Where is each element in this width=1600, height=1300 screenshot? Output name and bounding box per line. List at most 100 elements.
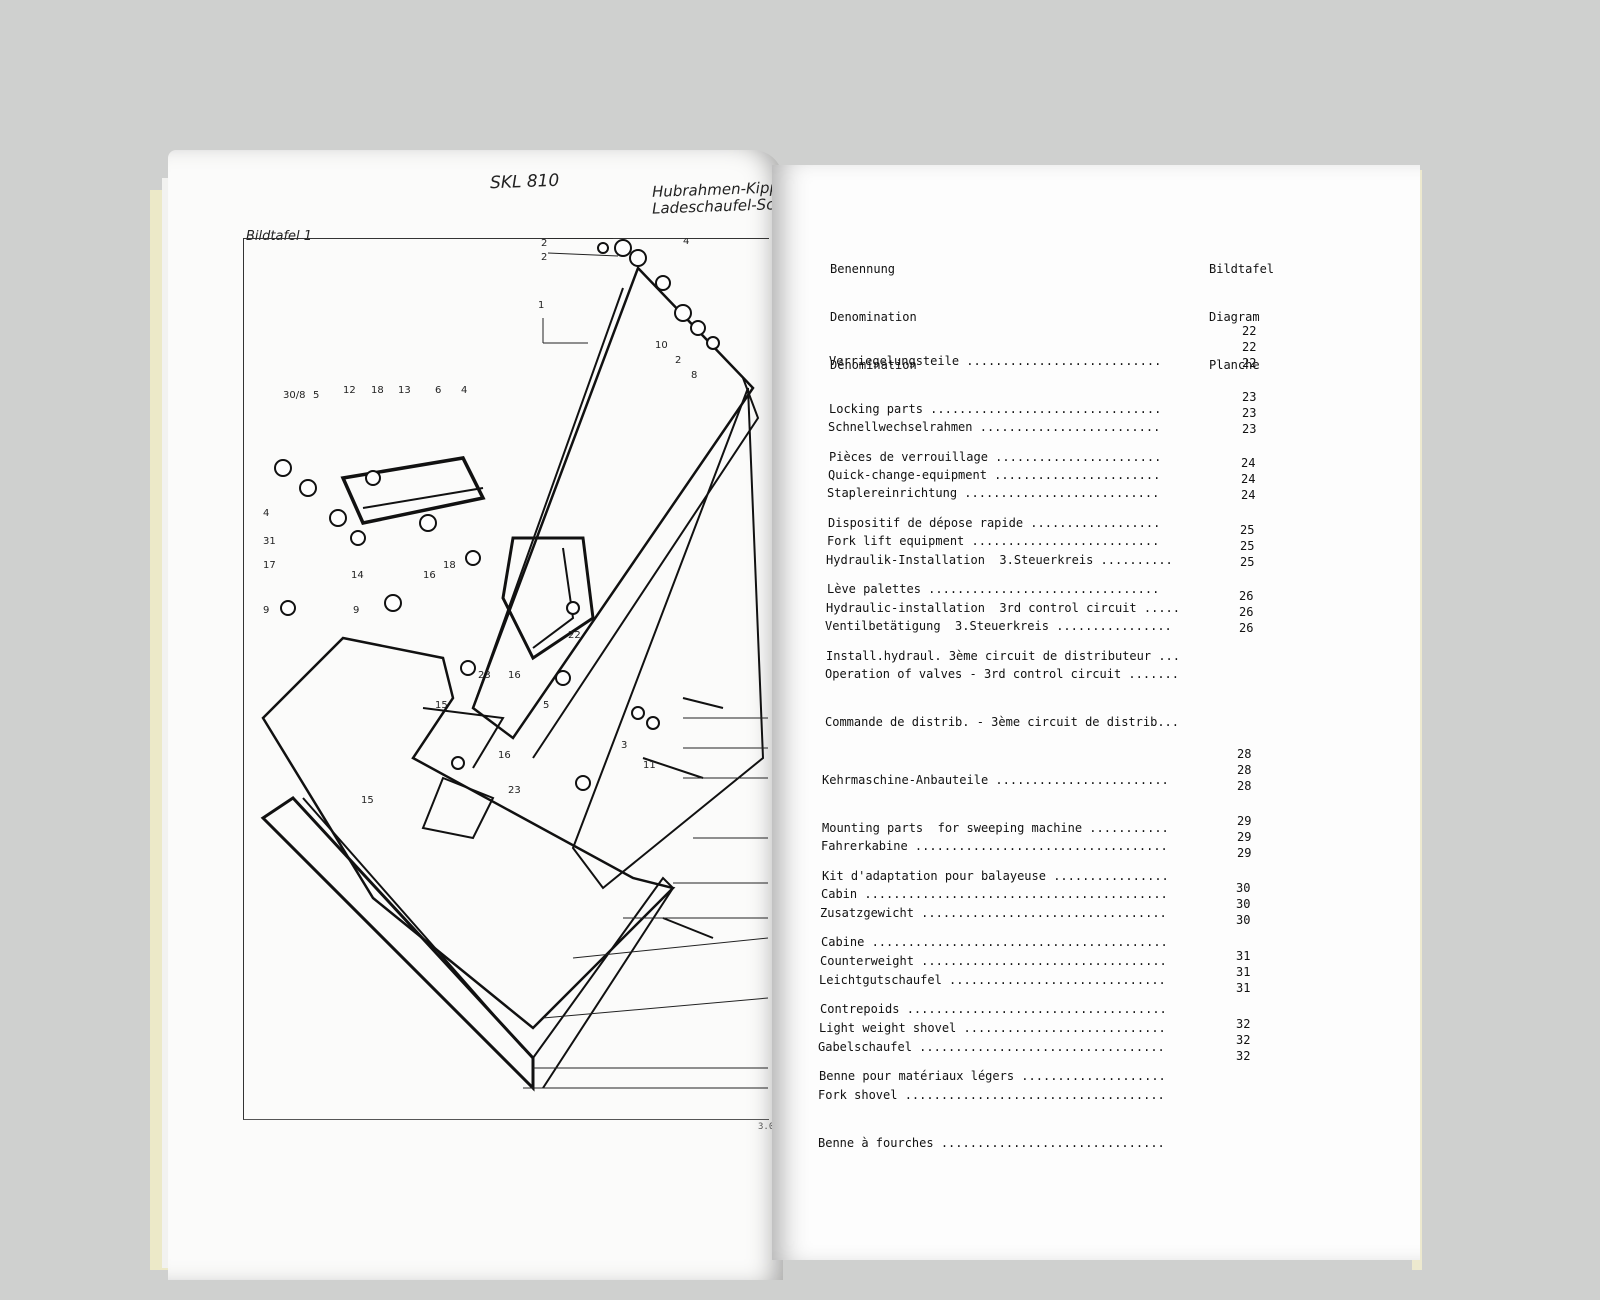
- drawing-bushings: [274, 239, 720, 791]
- header-line: Planche: [1209, 358, 1260, 372]
- callout-label: 31: [263, 536, 276, 547]
- callout-label: 15: [361, 795, 374, 806]
- callout-label: 12: [343, 385, 356, 396]
- page-number: 23: [1242, 406, 1257, 420]
- page-number: 26: [1239, 621, 1254, 635]
- callout-label: 2: [541, 252, 547, 263]
- page-number: 31: [1236, 981, 1251, 995]
- page-numbers: 22 22 22: [1242, 323, 1256, 371]
- header-line: Dénomination: [830, 358, 917, 372]
- callout-label: 22: [568, 630, 581, 641]
- callout-label: 16: [498, 750, 511, 761]
- index-entry: Kehrmaschine-Anbauteile ................…: [822, 773, 1169, 787]
- callout-label: 14: [351, 570, 364, 581]
- page-number: 31: [1236, 949, 1251, 963]
- callout-label: 23: [478, 670, 491, 681]
- header-line: Denomination: [830, 310, 917, 324]
- index-entry: Hydraulic-installation 3rd control circu…: [826, 601, 1181, 615]
- callout-label: 1: [538, 300, 544, 311]
- exploded-parts-diagram: 2 3 4 2 1 10 2 8 30/8 5 12 18 13 6 4 4 3…: [260, 238, 768, 1092]
- index-entry: Leichtgutschaufel ......................…: [819, 973, 1166, 987]
- page-number: 31: [1236, 965, 1251, 979]
- page-number: 29: [1237, 830, 1252, 844]
- index-entry: Cabin ..................................…: [821, 887, 1168, 901]
- index-group: Gabelschaufel ..........................…: [818, 1007, 1165, 1183]
- plate-label: Bildtafel 1: [246, 229, 313, 244]
- page-number: 23: [1242, 390, 1257, 404]
- page-numbers: 26 26 26: [1239, 588, 1253, 636]
- callout-label: 4: [461, 385, 467, 396]
- index-entry: Benne à fourches .......................…: [818, 1136, 1165, 1150]
- page-number: 30: [1236, 913, 1251, 927]
- page-number: 25: [1240, 523, 1255, 537]
- index-group: Staplereinrichtung .....................…: [827, 453, 1159, 629]
- page-number: 26: [1239, 589, 1254, 603]
- header-line: Bildtafel: [1209, 262, 1275, 276]
- index-entry: Verriegelungsteile .....................…: [829, 354, 1162, 368]
- index-entry: Benne pour matériaux légers ............…: [819, 1069, 1166, 1083]
- page-number: 28: [1237, 763, 1252, 777]
- index-entry: Counterweight ..........................…: [820, 954, 1167, 968]
- page-number: 22: [1242, 324, 1257, 338]
- callout-label: 9: [353, 605, 359, 616]
- page-numbers: 25 25 25: [1240, 522, 1254, 570]
- index-entry: Zusatzgewicht ..........................…: [820, 906, 1167, 920]
- index-group: Kehrmaschine-Anbauteile ................…: [822, 740, 1169, 916]
- page-footer: 3.0: [758, 1122, 775, 1132]
- index-entry: Fahrerkabine ...........................…: [821, 839, 1168, 853]
- page-numbers: 24 24 24: [1241, 455, 1255, 503]
- index-entry: Mounting parts for sweeping machine ....…: [822, 821, 1169, 835]
- callout-label: 23: [508, 785, 521, 796]
- callout-label: 4: [683, 238, 689, 247]
- index-entry: Fork lift equipment ....................…: [827, 534, 1160, 548]
- index-entry: Dispositif de dépose rapide ............…: [828, 516, 1161, 530]
- callout-leader-lines: [523, 238, 768, 1089]
- page-numbers: 32 32 32: [1236, 1016, 1250, 1064]
- page-number: 24: [1241, 456, 1256, 470]
- header-line: Diagram: [1209, 310, 1260, 324]
- callout-label: 10: [655, 340, 668, 351]
- index-entry: Hydraulik-Installation 3.Steuerkreis ...…: [826, 553, 1173, 567]
- page-number: 28: [1237, 779, 1252, 793]
- index-group: Schnellwechselrahmen ...................…: [828, 387, 1160, 563]
- index-group: Leichtgutschaufel ......................…: [819, 940, 1166, 1116]
- page-number: 25: [1240, 539, 1255, 553]
- index-entry: Install.hydraul. 3ème circuit de distrib…: [826, 649, 1181, 663]
- index-entry: Locking parts ..........................…: [829, 402, 1162, 416]
- index-group: Ventilbetätigung 3.Steuerkreis .........…: [825, 586, 1179, 762]
- header-line: Benennung: [830, 262, 896, 276]
- index-entry: Pièces de verrouillage .................…: [829, 450, 1162, 464]
- index-entry: Lève palettes ..........................…: [827, 582, 1160, 596]
- callout-label: 2: [675, 355, 681, 366]
- index-entry: Quick-change-equipment .................…: [828, 468, 1161, 482]
- callout-label: 6: [435, 385, 441, 396]
- page-numbers: 28 28 28: [1237, 746, 1251, 794]
- callout-label: 9: [263, 605, 269, 616]
- index-entry: Ventilbetätigung 3.Steuerkreis .........…: [825, 619, 1172, 633]
- callout-label: 5: [313, 390, 319, 401]
- callout-label: 8: [691, 370, 697, 381]
- page-number: 28: [1237, 747, 1252, 761]
- callout-label: 17: [263, 560, 276, 571]
- callout-label: 18: [443, 560, 456, 571]
- index-entry: Staplereinrichtung .....................…: [827, 486, 1160, 500]
- index-entry: Gabelschaufel ..........................…: [818, 1040, 1165, 1054]
- callout-label: 13: [398, 385, 411, 396]
- page-number: 25: [1240, 555, 1255, 569]
- index-entry: Contrepoids ............................…: [820, 1002, 1167, 1016]
- callout-label: 2: [541, 238, 547, 249]
- header-col1: Benennung Denomination Dénomination: [830, 229, 917, 405]
- callout-label: 11: [643, 760, 656, 771]
- index-group: Fahrerkabine ...........................…: [821, 806, 1168, 982]
- page-number: 23: [1242, 422, 1257, 436]
- page-numbers: 23 23 23: [1242, 389, 1256, 437]
- page-number: 26: [1239, 605, 1254, 619]
- page-number: 24: [1241, 488, 1256, 502]
- index-entry: Cabine .................................…: [821, 935, 1168, 949]
- page-number: 29: [1237, 846, 1252, 860]
- model-number: SKL 810: [489, 170, 560, 194]
- page-number: 22: [1242, 356, 1257, 370]
- callout-label: 18: [371, 385, 384, 396]
- page-number: 30: [1236, 881, 1251, 895]
